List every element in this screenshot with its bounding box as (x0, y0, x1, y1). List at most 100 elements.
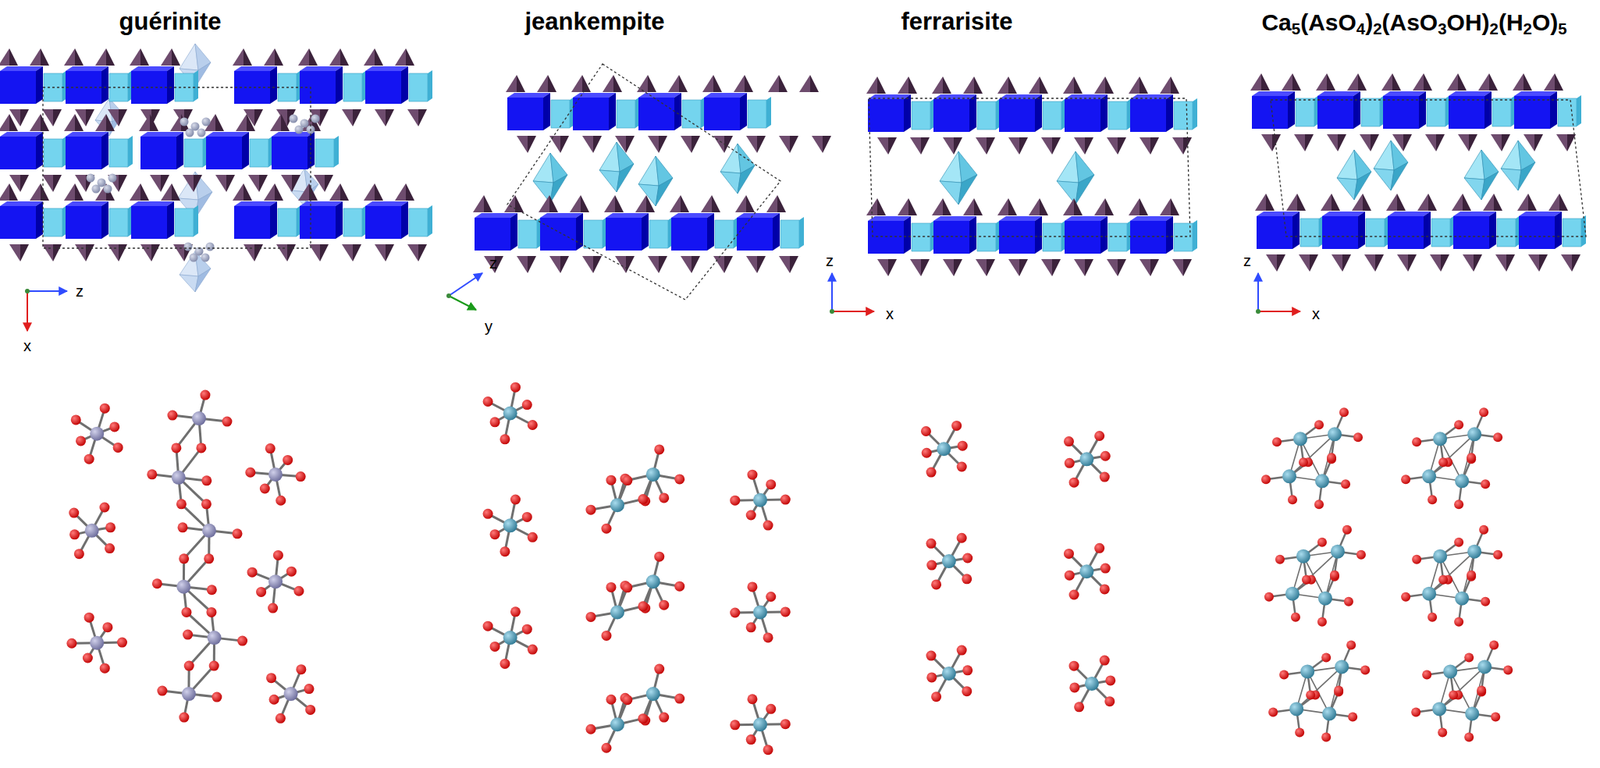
oxygen-atom (527, 644, 538, 655)
calcium-atom (1079, 451, 1094, 466)
calcium-polyhedron (1489, 211, 1497, 249)
arsenate-tetrahedron (1139, 198, 1149, 216)
arsenate-tetrahedron (1063, 76, 1074, 94)
calcium-polyhedron (109, 208, 128, 237)
calcium-octahedron (1390, 162, 1408, 191)
arsenate-tetrahedron (975, 137, 987, 155)
oxygen-atom (117, 637, 128, 648)
arsenate-tetrahedron (1381, 73, 1393, 91)
calcium-atom (1079, 564, 1094, 579)
calcium-polyhedron (1550, 91, 1558, 129)
arsenate-tetrahedron (1159, 76, 1171, 94)
oxygen-atom (266, 672, 277, 683)
oxygen-atom (167, 410, 178, 421)
oxygen-atom (1454, 499, 1464, 509)
arsenate-tetrahedron (329, 183, 341, 201)
oxygen-atom (1411, 437, 1422, 447)
arsenate-tetrahedron (680, 135, 692, 153)
calcium-polyhedron (1173, 101, 1193, 130)
arsenate-tetrahedron (746, 195, 755, 213)
oxygen-atom (104, 543, 115, 554)
axis-label: x (23, 337, 32, 355)
calcium-polyhedron (1518, 216, 1555, 249)
calcium-polyhedron (551, 99, 570, 128)
oxygen-atom (269, 694, 280, 705)
oxygen-atom (1094, 543, 1105, 554)
calcium-polyhedron (365, 66, 409, 72)
calcium-octahedron (1500, 168, 1522, 191)
oxygen-atom (931, 691, 942, 702)
calcium-polyhedron (1576, 95, 1582, 127)
oxygen-atom (99, 502, 110, 513)
arsenate-tetrahedron (691, 135, 701, 153)
oxygen-atom (1100, 451, 1111, 462)
arsenate-tetrahedron (215, 113, 224, 132)
arsenate-tetrahedron (1105, 76, 1114, 94)
arsenate-tetrahedron (1008, 259, 1020, 277)
oxygen-atom (1290, 612, 1301, 623)
calcium-atom (753, 717, 768, 732)
oxygen-atom (82, 653, 93, 664)
oxygen-atom (152, 578, 163, 589)
calcium-atom (610, 497, 625, 512)
oxygen-atom (522, 512, 533, 523)
calcium-polyhedron (510, 213, 518, 251)
calcium-polyhedron (682, 99, 701, 128)
oxygen-atom (490, 529, 501, 540)
arsenate-tetrahedron (140, 48, 150, 66)
calcium-atom (1477, 659, 1492, 674)
arsenate-tetrahedron (1417, 193, 1429, 211)
arsenate-tetrahedron (418, 109, 427, 127)
arsenate-tetrahedron (118, 244, 128, 262)
oxygen-atom (293, 586, 304, 597)
calcium-polyhedron (334, 135, 339, 168)
calcium-octahedron (1056, 181, 1079, 205)
calcium-polyhedron (867, 216, 911, 221)
calcium-atom (202, 523, 217, 538)
arsenate-tetrahedron (1462, 193, 1472, 211)
calcium-atom (1293, 431, 1308, 446)
arsenate-tetrahedron (1436, 134, 1445, 152)
arsenate-tetrahedron (1423, 73, 1433, 91)
calcium-atom (89, 636, 104, 651)
arsenate-tetrahedron (20, 109, 29, 127)
arsenate-tetrahedron (953, 259, 963, 277)
arsenate-tetrahedron (549, 135, 561, 153)
oxygen-atom (490, 416, 501, 427)
calcium-polyhedron (1130, 220, 1167, 254)
calcium-polyhedron (572, 97, 609, 131)
arsenate-tetrahedron (908, 76, 918, 94)
arsenate-tetrahedron (248, 174, 260, 192)
calcium-atom (171, 470, 186, 485)
arsenate-tetrahedron (1554, 73, 1564, 91)
axis-origin (1255, 309, 1261, 314)
arsenate-tetrahedron (182, 174, 194, 192)
oxygen-atom (102, 622, 113, 633)
arsenate-tetrahedron (29, 183, 41, 201)
arsenate-tetrahedron (243, 183, 253, 201)
arsenate-tetrahedron (1425, 134, 1437, 152)
calcium-polyhedron (1256, 211, 1300, 217)
oxygen-atom (1346, 640, 1356, 650)
calcium-polyhedron (649, 220, 669, 249)
calcium-polyhedron (638, 97, 675, 131)
arsenate-tetrahedron (1276, 254, 1286, 272)
panel-title: jeankempite (524, 8, 665, 36)
arsenate-tetrahedron (226, 174, 235, 192)
oxygen-atom (654, 664, 665, 675)
unit-cell (868, 98, 1191, 237)
arsenate-tetrahedron (9, 113, 18, 132)
arsenate-tetrahedron (963, 76, 975, 94)
arsenate-tetrahedron (1528, 193, 1537, 211)
oxygen-atom (156, 686, 168, 697)
arsenate-tetrahedron (40, 48, 50, 66)
arsenate-tetrahedron (910, 259, 921, 277)
arsenate-tetrahedron (1512, 73, 1524, 91)
calcium-polyhedron (65, 201, 109, 207)
calcium-atom (1467, 544, 1482, 559)
oxygen-atom (1314, 419, 1324, 430)
oxygen-atom (84, 454, 95, 465)
calcium-polyhedron (1514, 91, 1558, 96)
panel-title: Ca5(AsO4)2(AsO3OH)2(H2O)5 (1261, 9, 1567, 36)
calcium-polyhedron (911, 101, 931, 130)
